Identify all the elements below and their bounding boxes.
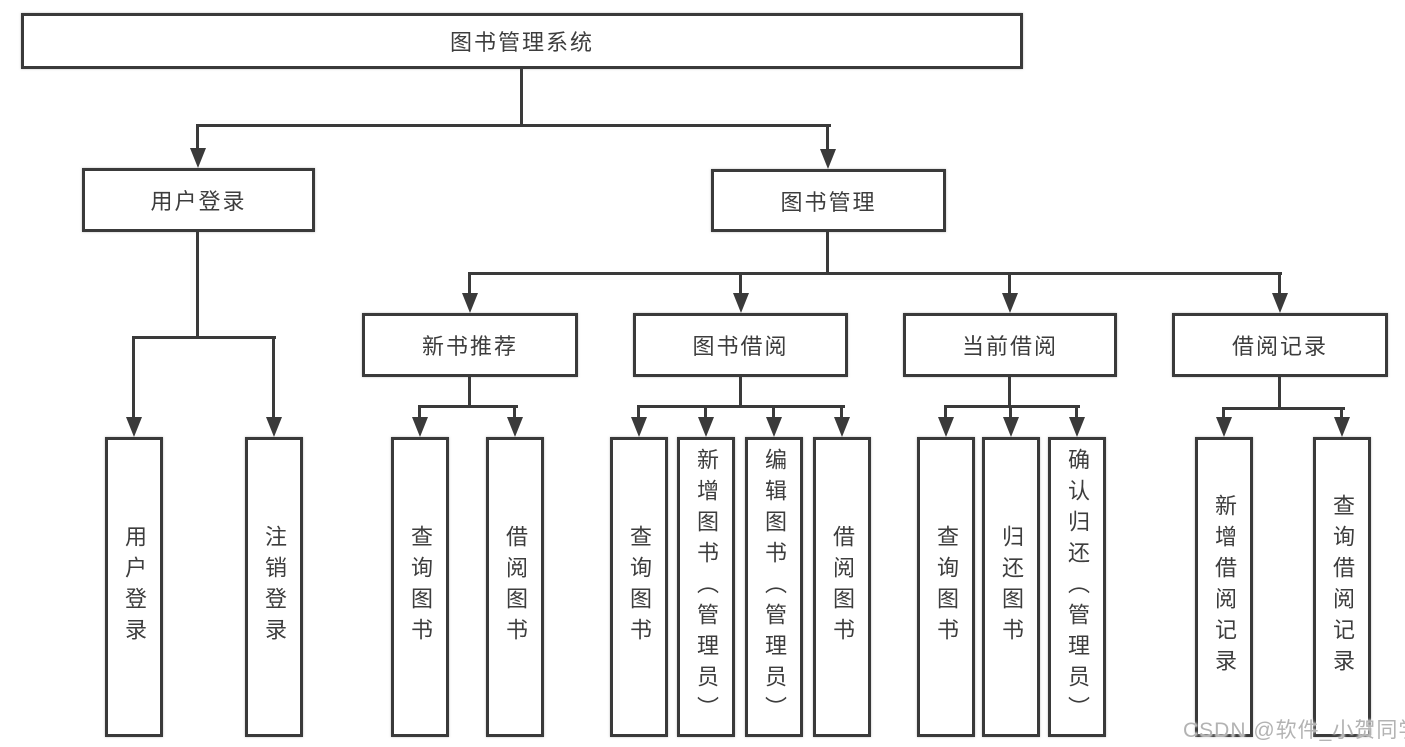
leaf-add-borrow-record: 新增借阅记录: [1195, 437, 1253, 737]
leaf-search-books-borrow-label: 查询图书: [627, 525, 652, 649]
connector-user-login-trunk: [196, 232, 199, 339]
arrow-down-icon: [462, 293, 478, 313]
csdn-watermark: CSDN @软件_小贺同学: [1183, 719, 1405, 742]
node-borrow-records-label: 借阅记录: [1231, 334, 1328, 359]
connector-stub: [840, 405, 843, 420]
node-new-book-recommend-label: 新书推荐: [421, 334, 518, 359]
leaf-add-books-admin: 新增图书（管理员）: [677, 437, 735, 737]
arrow-down-icon: [820, 149, 836, 169]
connector-stub-book-borrow: [739, 272, 742, 296]
leaf-search-books-current: 查询图书: [917, 437, 975, 737]
leaf-return-books: 归还图书: [982, 437, 1040, 737]
leaf-borrow-books-recommend: 借阅图书: [486, 437, 544, 737]
arrow-down-icon: [631, 417, 647, 437]
connector-stub: [418, 405, 421, 420]
leaf-borrow-books-borrow: 借阅图书: [813, 437, 871, 737]
connector-root-branch: [197, 124, 831, 127]
arrow-down-icon: [834, 417, 850, 437]
connector-stub-book-mgmt: [826, 124, 829, 152]
leaf-add-borrow-record-label: 新增借阅记录: [1212, 494, 1237, 680]
leaf-confirm-return-admin-label: 确认归还（管理员）: [1065, 447, 1090, 727]
connector-stub: [944, 405, 947, 420]
connector-borrow-records-branch: [1222, 407, 1345, 410]
node-book-management-label: 图书管理: [780, 189, 877, 215]
leaf-user-login: 用户登录: [105, 437, 163, 737]
leaf-search-borrow-record-label: 查询借阅记录: [1330, 494, 1355, 680]
node-user-login: 用户登录: [82, 168, 315, 232]
connector-book-borrow-trunk: [739, 377, 742, 408]
connector-new-books-branch: [418, 405, 518, 408]
node-book-borrowing-label: 图书借阅: [692, 334, 789, 359]
leaf-logout-login: 注销登录: [245, 437, 303, 737]
connector-stub-new-books: [468, 272, 471, 296]
connector-stub-leaf-logout: [272, 336, 275, 420]
arrow-down-icon: [1069, 417, 1085, 437]
leaf-add-books-admin-label: 新增图书（管理员）: [694, 447, 719, 727]
node-new-book-recommend: 新书推荐: [362, 313, 578, 377]
connector-root-trunk: [520, 69, 523, 127]
connector-user-login-branch: [132, 336, 276, 339]
arrow-down-icon: [1002, 293, 1018, 313]
connector-stub: [1009, 405, 1012, 420]
node-borrow-records: 借阅记录: [1172, 313, 1388, 377]
node-current-borrowing-label: 当前借阅: [961, 334, 1058, 359]
connector-stub-borrow-records: [1278, 272, 1281, 296]
arrow-down-icon: [1334, 417, 1350, 437]
arrow-down-icon: [698, 417, 714, 437]
connector-current-borrow-trunk: [1008, 377, 1011, 408]
leaf-logout-login-label: 注销登录: [262, 525, 287, 649]
arrow-down-icon: [190, 148, 206, 168]
arrow-down-icon: [766, 417, 782, 437]
arrow-down-icon: [507, 417, 523, 437]
connector-borrow-records-trunk: [1278, 377, 1281, 410]
connector-stub: [1222, 407, 1225, 420]
connector-stub: [772, 405, 775, 420]
node-user-login-label: 用户登录: [150, 189, 247, 214]
leaf-edit-books-admin-label: 编辑图书（管理员）: [762, 447, 787, 727]
connector-stub: [704, 405, 707, 420]
leaf-search-books-recommend: 查询图书: [391, 437, 449, 737]
connector-stub: [1075, 405, 1078, 420]
leaf-borrow-books-borrow-label: 借阅图书: [830, 525, 855, 649]
connector-stub-current-borrow: [1008, 272, 1011, 296]
connector-current-borrow-branch: [944, 405, 1080, 408]
leaf-search-books-current-label: 查询图书: [934, 525, 959, 649]
arrow-down-icon: [412, 417, 428, 437]
connector-book-mgmt-trunk: [826, 232, 829, 275]
leaf-search-books-recommend-label: 查询图书: [408, 525, 433, 649]
leaf-confirm-return-admin: 确认归还（管理员）: [1048, 437, 1106, 737]
connector-stub: [1340, 407, 1343, 420]
arrow-down-icon: [1272, 293, 1288, 313]
connector-book-mgmt-branch: [468, 272, 1282, 275]
connector-stub-user-login: [196, 124, 199, 152]
node-current-borrowing: 当前借阅: [903, 313, 1117, 377]
leaf-search-books-borrow: 查询图书: [610, 437, 668, 737]
leaf-search-borrow-record: 查询借阅记录: [1313, 437, 1371, 737]
leaf-edit-books-admin: 编辑图书（管理员）: [745, 437, 803, 737]
leaf-borrow-books-recommend-label: 借阅图书: [503, 525, 528, 649]
leaf-return-books-label: 归还图书: [999, 525, 1024, 649]
node-library-system-label: 图书管理系统: [449, 30, 594, 55]
connector-book-borrow-branch: [637, 405, 845, 408]
arrow-down-icon: [1003, 417, 1019, 437]
node-book-management: 图书管理: [711, 169, 946, 232]
node-book-borrowing: 图书借阅: [633, 313, 848, 377]
connector-stub: [637, 405, 640, 420]
arrow-down-icon: [266, 417, 282, 437]
arrow-down-icon: [733, 293, 749, 313]
connector-new-books-trunk: [468, 377, 471, 408]
arrow-down-icon: [126, 417, 142, 437]
connector-stub-leaf-user-login: [132, 336, 135, 420]
arrow-down-icon: [1216, 417, 1232, 437]
arrow-down-icon: [938, 417, 954, 437]
connector-stub: [513, 405, 516, 420]
leaf-user-login-label: 用户登录: [122, 525, 147, 649]
node-library-system: 图书管理系统: [21, 13, 1023, 69]
